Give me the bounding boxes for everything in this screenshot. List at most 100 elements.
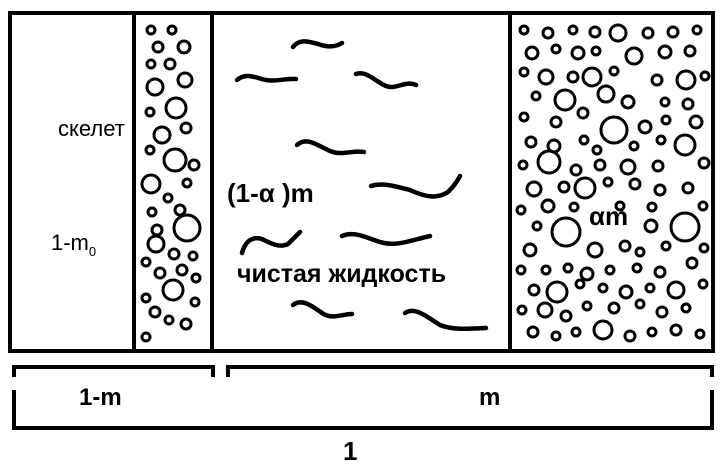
bubble [644,282,656,294]
bubble [145,58,157,70]
bubble [531,220,543,232]
bubble [167,247,181,261]
bubble [597,282,609,294]
bubble [163,314,175,326]
bubble [140,173,162,195]
bubbles-narrow-region [140,24,202,343]
label-one-minus-alpha-m: (1-α )m [227,178,314,208]
bubble [187,250,199,262]
bubble [697,278,709,290]
bubble [152,125,172,145]
bubble [685,256,699,270]
squiggle [339,231,433,246]
bubble [568,201,580,213]
squiggle [239,229,303,256]
bubble [579,266,595,282]
bubble [655,305,669,319]
bubble [163,57,177,71]
bubble [655,134,667,146]
bubble [573,176,597,200]
bubble [581,66,603,88]
bubble [550,216,582,248]
bubble [618,284,634,300]
label-bracket-one-minus-m: 1-m [79,384,122,411]
bubble [660,240,672,252]
bubble [140,331,152,343]
bubble [516,304,528,316]
bubble [631,262,643,274]
bubble [522,242,538,258]
bubble [175,263,189,277]
bubble [651,159,665,173]
bubble [688,114,704,130]
squiggle [290,39,345,50]
squiggle [290,300,355,319]
bubble [641,26,655,40]
bubble [697,156,711,170]
bubble [146,234,166,254]
bubble [550,43,562,55]
bubble [140,292,152,304]
bubble [602,176,614,188]
bubble [161,278,185,302]
bubble [150,223,164,237]
bracket-total [12,390,714,430]
bubble [146,206,158,218]
bubble [624,46,644,66]
bubble [536,149,562,175]
bubble [634,298,646,310]
bubble [666,25,680,39]
bubble [576,106,590,120]
squiggle [353,70,419,90]
bubble [618,239,632,253]
bubble [653,265,667,279]
bubbles-bound-liquid-region [515,23,711,343]
bubble [660,114,672,126]
bubble [653,183,667,197]
bubble [569,163,583,177]
bubble [145,77,165,97]
bubble [628,177,642,191]
bubble [586,241,604,259]
bubble [187,158,201,172]
bracket-m [226,365,714,377]
outer-frame [8,11,715,353]
bubble [148,305,162,319]
bubble [176,71,194,89]
bubble [628,140,640,152]
bubble [527,283,541,297]
label-pure-liquid: чистая жидкость [237,260,446,288]
label-one-minus-m0-subscript: 0 [89,244,96,259]
bubble [524,45,540,61]
bubble [675,69,697,91]
bubble [581,300,593,312]
bubble [550,330,562,342]
bubble [680,302,692,314]
bubble [578,134,590,146]
bubble [181,177,193,189]
bubble [517,159,529,171]
bubble [699,70,711,82]
bubble [681,181,695,195]
bubble [545,280,569,304]
bubble [620,94,636,110]
bubble [189,296,201,308]
bubble [646,326,658,338]
bubble [619,158,637,176]
bubble [557,180,571,194]
liquid-squiggles [234,39,489,332]
bubble [646,201,658,213]
bubble [566,70,580,84]
bubble [524,135,538,149]
bubble [614,200,626,212]
bubble [515,264,527,276]
bubble [515,204,527,216]
brackets [12,365,714,430]
bubble [570,45,586,61]
bubble [698,242,710,254]
bubble [637,119,653,135]
label-bracket-m: m [479,384,500,411]
bubble [537,68,555,86]
bubble [541,26,555,40]
